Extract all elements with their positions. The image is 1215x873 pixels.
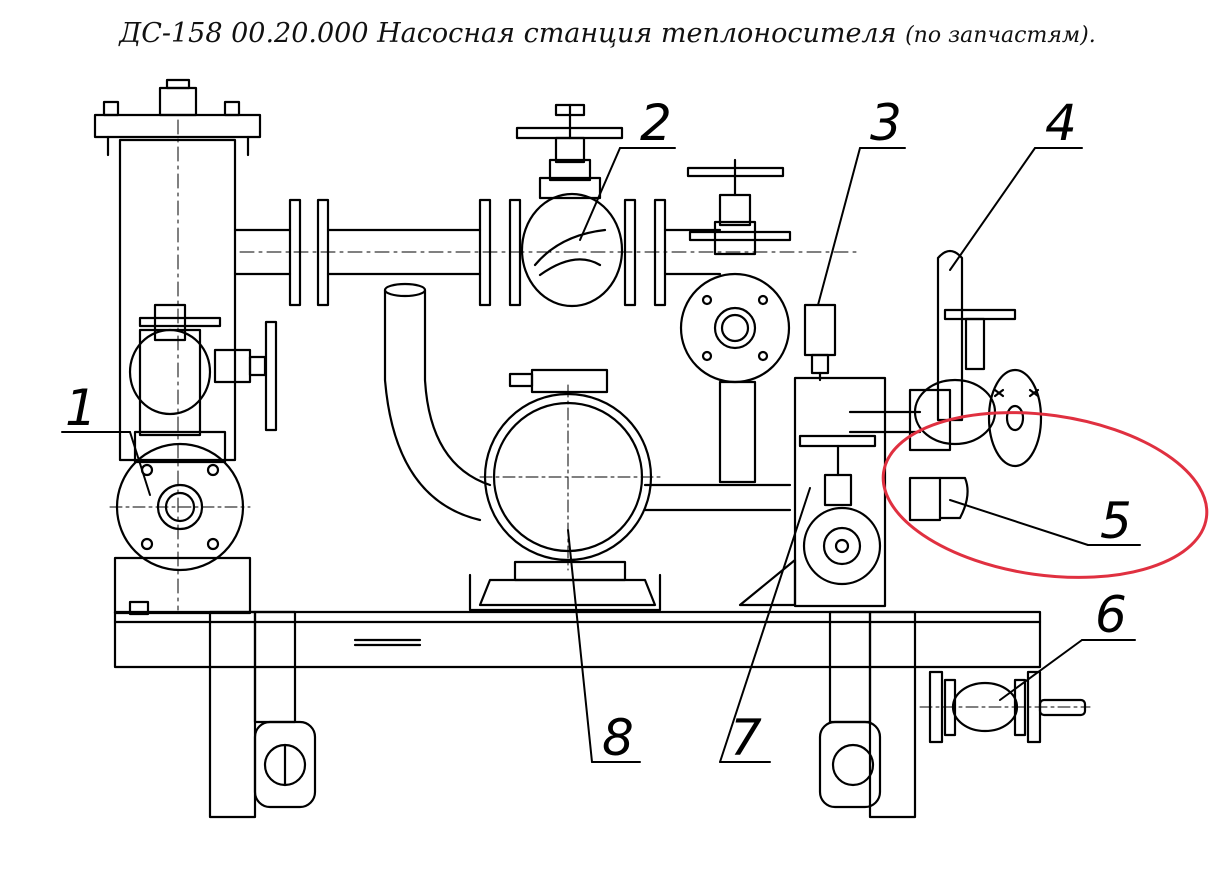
top-pipe bbox=[233, 198, 861, 307]
bent-pipe bbox=[383, 282, 492, 522]
filter-valve bbox=[128, 303, 278, 437]
part-5-fitting bbox=[908, 476, 969, 522]
callout-2: 2 bbox=[640, 94, 672, 152]
part-8-pump bbox=[468, 368, 792, 612]
callout-5: 5 bbox=[1100, 492, 1132, 550]
callout-3: 3 bbox=[870, 94, 902, 152]
part-6-drain-valve bbox=[919, 670, 1091, 744]
title-sub: (по запчастям). bbox=[905, 23, 1096, 48]
part-4-handle-valve bbox=[908, 249, 1043, 468]
callout-1: 1 bbox=[65, 379, 97, 437]
callout-4: 4 bbox=[1045, 94, 1077, 152]
right-valve bbox=[679, 158, 792, 484]
filter-column bbox=[93, 78, 262, 611]
part-2-valve bbox=[515, 103, 624, 308]
highlight-ellipse bbox=[881, 411, 1209, 579]
callout-7: 7 bbox=[730, 709, 762, 767]
base-frame bbox=[113, 610, 1042, 819]
title-main: ДС-158 00.20.000 Насосная станция теплон… bbox=[119, 18, 897, 49]
callout-6: 6 bbox=[1095, 586, 1127, 644]
leader-lines bbox=[61, 147, 1141, 763]
part-3-sensor bbox=[803, 303, 837, 382]
callout-8: 8 bbox=[602, 709, 634, 767]
part-7-valve-box bbox=[738, 376, 922, 608]
drawing-title: ДС-158 00.20.000 Насосная станция теплон… bbox=[0, 18, 1215, 49]
part-1-flange bbox=[109, 430, 251, 572]
